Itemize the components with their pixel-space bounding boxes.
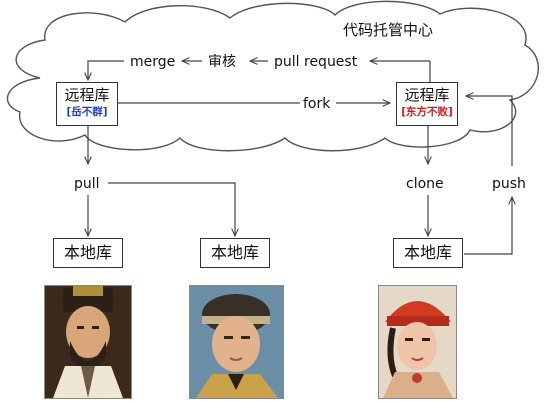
push-label: push: [492, 176, 526, 192]
local-repo-1: 本地库: [53, 238, 123, 268]
portrait-young-swordsman: [189, 285, 284, 399]
remote-repo-dongfang: 远程库 [东方不败]: [396, 82, 458, 126]
portrait-elder-scholar: [44, 285, 132, 399]
remote-repo-dongfang-name: 远程库: [404, 86, 450, 104]
merge-to-remote-arrow: [88, 60, 124, 80]
local-repo-2: 本地库: [200, 238, 270, 268]
review-label: 审核: [208, 54, 236, 70]
push-to-remote-arrow: [466, 96, 513, 166]
pull-to-local2-arrow: [108, 182, 235, 236]
portrait-red-hat-heroine: [378, 285, 457, 399]
merge-label: merge: [130, 54, 175, 70]
cloud-shape: [6, 0, 539, 152]
remote-repo-yue: 远程库 [岳不群]: [56, 82, 118, 126]
remote-repo-dongfang-owner: [东方不败]: [401, 106, 453, 118]
local-to-push-arrow: [464, 197, 512, 255]
fork-label: fork: [303, 96, 331, 112]
pull-request-label: pull request: [274, 54, 358, 70]
local-repo-3: 本地库: [393, 238, 463, 268]
remote-repo-yue-name: 远程库: [64, 86, 110, 104]
clone-label: clone: [406, 176, 444, 192]
pull-label: pull: [74, 176, 100, 192]
cloud-title: 代码托管中心: [343, 21, 433, 39]
remote-repo-yue-owner: [岳不群]: [66, 106, 108, 118]
